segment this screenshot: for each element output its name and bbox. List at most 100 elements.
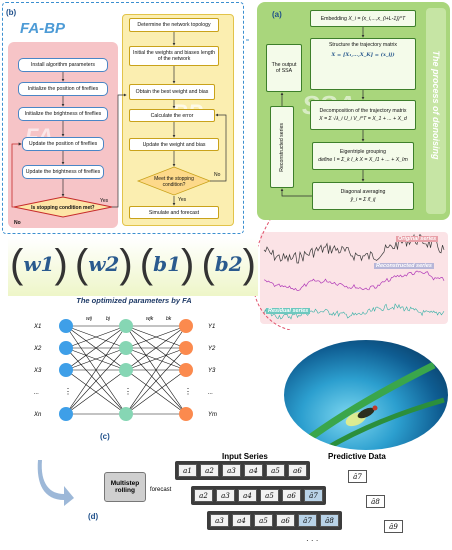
- input-series-label: Input Series: [222, 452, 268, 461]
- input-neuron: [59, 363, 73, 377]
- predictive-data-label: Predictive Data: [328, 452, 386, 461]
- network-edge: [65, 325, 127, 415]
- input-cell: a6: [288, 464, 307, 477]
- input-label: X2: [33, 346, 42, 352]
- input-cell: a4: [244, 464, 263, 477]
- input-label: ...: [34, 390, 39, 396]
- input-label: X3: [33, 368, 42, 374]
- weight-label: wij: [86, 316, 93, 322]
- ssa-connectors: [280, 27, 365, 197]
- bp-step-simulate: Simulate and forecast: [129, 206, 219, 219]
- predicted-cell: â7: [298, 514, 317, 527]
- output-label: Y2: [208, 346, 216, 352]
- reconstructed-series-label: Reconstructed series: [374, 263, 434, 269]
- ssa-embedding: Embedding X_i = (x_i,...,x_(i+L-1))^T: [310, 10, 416, 27]
- fa-decision-diamond: [13, 196, 113, 218]
- input-cell: a2: [200, 464, 219, 477]
- output-cell: â7: [348, 470, 367, 483]
- bp-yes-label: Yes: [178, 197, 187, 203]
- fa-bp-panel: [2, 2, 244, 234]
- output-neuron: [179, 319, 193, 333]
- input-cell: a3: [216, 489, 235, 502]
- hidden1-neuron: [119, 319, 133, 333]
- fa-yes-label: Yes: [100, 198, 109, 204]
- network-edge: [125, 347, 187, 415]
- input-cell: a4: [232, 514, 251, 527]
- weight-label: wjk: [146, 316, 154, 322]
- ssa-eigentriple: Eigentriple grouping define I = Σ_k I_k …: [312, 142, 414, 170]
- fa-step-update-brightness: Update the brightness of fireflies: [22, 165, 104, 179]
- params-subtitle: The optimized parameters by FA: [76, 296, 192, 305]
- input-label: X1: [33, 324, 41, 330]
- input-label: Xn: [33, 412, 42, 418]
- predicted-cell: â7: [304, 489, 323, 502]
- output-neuron: [179, 363, 193, 377]
- network-connections: [65, 325, 187, 415]
- ssa-output: The output of SSA: [266, 44, 302, 92]
- layer-ellipsis: ⋮: [184, 387, 192, 396]
- input-cell: a3: [210, 514, 229, 527]
- reconstructed-series-line: [263, 270, 445, 291]
- flowchart-connectors: [11, 32, 250, 218]
- multistep-rolling-box: Multistep rolling: [104, 472, 146, 502]
- input-cell: a3: [222, 464, 241, 477]
- network-edge: [125, 325, 187, 349]
- ssa-reconstructed-box: Reconstructed series: [270, 106, 294, 188]
- original-series-label: Original series: [396, 236, 439, 242]
- fa-step-install: Install algorithm parameters: [18, 58, 108, 72]
- fa-step-init-position: Initialize the position of fireflies: [18, 82, 108, 96]
- hidden1-neuron: [119, 341, 133, 355]
- firefly-illustration: [291, 361, 445, 450]
- hidden1-neuron: [119, 407, 133, 421]
- output-label: Ym: [208, 412, 217, 418]
- output-cell: â8: [366, 495, 385, 508]
- panel-c-label: (c): [100, 432, 110, 441]
- output-label: Y3: [208, 368, 216, 374]
- panel-d-label: (d): [88, 512, 99, 521]
- forecast-label: forecast: [150, 487, 172, 493]
- network-edge: [65, 369, 127, 415]
- parameter-matrices: ( w1 ) ( w2 ) ( b1 ) ( b2 ): [10, 241, 256, 286]
- ssa-decomposition: Decomposition of the trajectory matrix X…: [310, 100, 416, 130]
- matrix-b2: ( b2 ): [201, 241, 256, 286]
- output-neuron: [179, 341, 193, 355]
- hidden1-neuron: [119, 363, 133, 377]
- fa-no-label: No: [14, 220, 21, 226]
- output-label: ...: [208, 390, 213, 396]
- input-cell: a2: [194, 489, 213, 502]
- bp-step-topology: Determine the network topology: [129, 18, 219, 32]
- bp-no-label: No: [214, 172, 221, 178]
- input-cell: a5: [260, 489, 279, 502]
- panel-a-label: (a): [272, 10, 282, 19]
- original-series-line: [263, 233, 445, 264]
- ssa-diagonal: Diagonal averaging ŷ_i = Σ x̃_ij: [312, 182, 414, 210]
- input-cell: a5: [254, 514, 273, 527]
- layer-ellipsis: ⋮: [124, 387, 132, 396]
- fa-step-init-brightness: Initialize the brightness of fireflies: [18, 107, 108, 121]
- matrix-b1: ( b1 ): [139, 241, 195, 286]
- predicted-cell: â8: [320, 514, 339, 527]
- params-strip: [8, 238, 258, 296]
- bp-step-update-weight: Update the weight and bias: [129, 138, 219, 151]
- weight-label: bj: [106, 316, 111, 322]
- input-cell: a5: [266, 464, 285, 477]
- input-neuron: [59, 319, 73, 333]
- weight-label: bk: [166, 316, 172, 322]
- output-neuron: [179, 407, 193, 421]
- fa-decision-text: Is stopping condition met？: [31, 205, 97, 211]
- panel-b-label: (b): [6, 8, 17, 17]
- input-cell: a1: [178, 464, 197, 477]
- forecast-ellipsis: · · ·: [306, 536, 319, 545]
- matrix-w1: ( w1 ): [10, 241, 68, 286]
- output-cell: â9: [384, 520, 403, 533]
- input-cell: a6: [282, 489, 301, 502]
- fa-step-update-position: Update the position of fireflies: [22, 137, 104, 151]
- side-band: [426, 8, 446, 214]
- firefly-photo: [284, 340, 448, 450]
- network-edge: [125, 325, 187, 371]
- signal-plot: [263, 233, 445, 320]
- input-neuron: [59, 341, 73, 355]
- input-cell: a6: [276, 514, 295, 527]
- bp-step-init-weights: Initial the weights and biases length of…: [129, 46, 219, 66]
- input-neuron: [59, 407, 73, 421]
